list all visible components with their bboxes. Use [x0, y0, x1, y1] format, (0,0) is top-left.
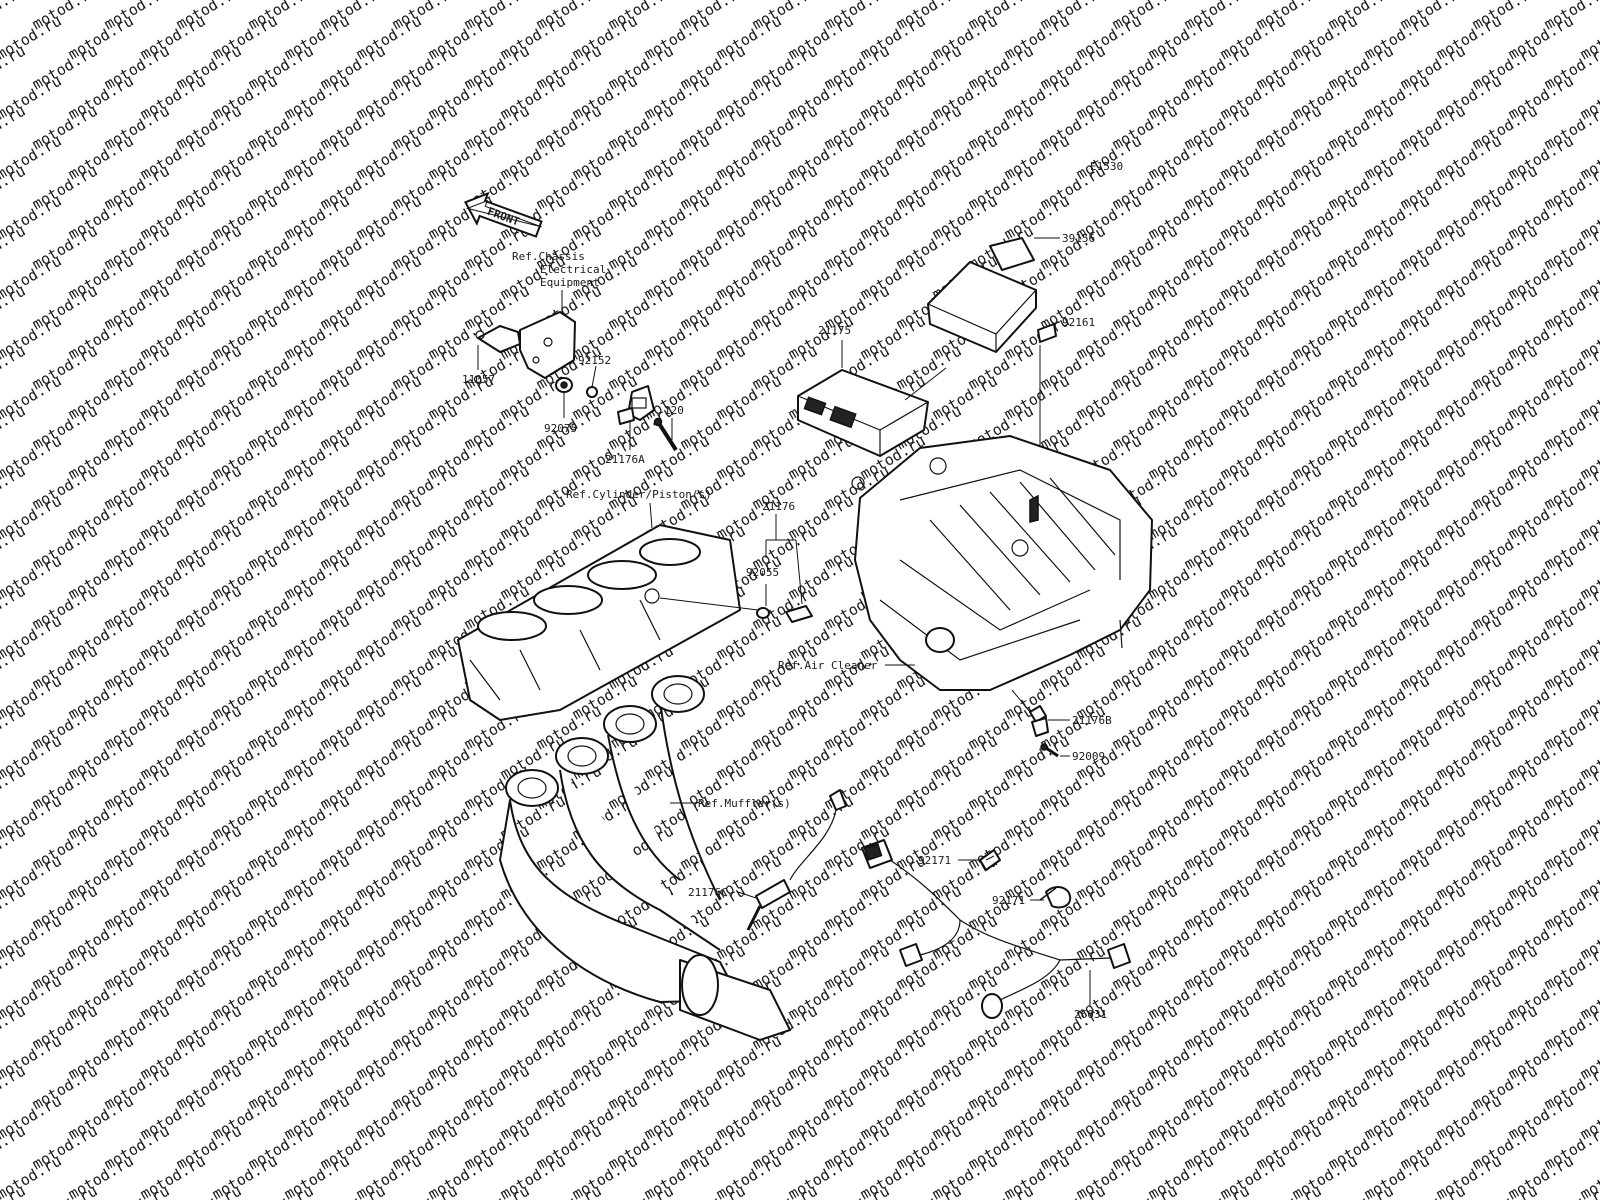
- part-21176b: 21176B: [1072, 714, 1112, 727]
- watermark-text: motod.ru: [1253, 1182, 1325, 1200]
- part-92161: 92161: [1062, 316, 1095, 329]
- air-cleaner-housing: [851, 435, 1153, 691]
- watermark-text: motod.ru: [245, 1182, 317, 1200]
- ref-air-cleaner: Ref.Air Cleaner: [778, 659, 878, 672]
- part-21176: 21176: [762, 500, 795, 513]
- clamp-92171-b: [1039, 886, 1072, 909]
- watermark-text: motod.ru: [317, 1182, 389, 1200]
- watermark-text: motod.ru: [1325, 1182, 1397, 1200]
- collar-92152: [586, 386, 598, 398]
- ref-chassis: Ref.Chassis: [512, 250, 585, 263]
- part-21176a: 21176A: [605, 453, 645, 466]
- watermark-text: motod.ru: [677, 1182, 749, 1200]
- part-21176c: 21176C: [688, 886, 728, 899]
- ref-chassis-line3: Equipment: [540, 276, 600, 289]
- part-39156: 39156: [1062, 232, 1095, 245]
- watermark-text: motod.ru: [533, 1182, 605, 1200]
- diagram-code: E1530: [1090, 160, 1123, 173]
- watermark-text: motod.ru: [101, 1182, 173, 1200]
- watermark-text: motod.ru: [1109, 1182, 1181, 1200]
- ref-cylinder: Ref.Cylinder/Piston(s): [566, 488, 712, 501]
- sensor-21176b: [1029, 705, 1049, 737]
- watermark-text: motod.ru: [821, 1182, 893, 1200]
- watermark-text: motod.ru: [1397, 1182, 1469, 1200]
- watermark-text: motod.ru: [29, 1182, 101, 1200]
- watermark-text: motod.ru: [605, 1182, 677, 1200]
- part-120: 120: [664, 404, 684, 417]
- watermark-text: motod.ru: [749, 1182, 821, 1200]
- ref-chassis-line2: Electrical: [540, 263, 606, 276]
- watermark-text: motod.ru: [965, 1182, 1037, 1200]
- part-26031: 26031: [1074, 1008, 1107, 1021]
- grommet-92075: [555, 377, 573, 393]
- watermark-text: motod.ru: [461, 1182, 533, 1200]
- watermark-text: motod.ru: [1181, 1182, 1253, 1200]
- part-92055: 92055: [746, 566, 779, 579]
- watermark-text: motod.ru: [1577, 0, 1600, 3]
- part-92075: 92075: [544, 422, 577, 435]
- watermark-text: motod.ru: [1037, 1182, 1109, 1200]
- watermark-text: motod.ru: [1469, 1182, 1541, 1200]
- part-92171-b: 92171: [992, 894, 1025, 907]
- part-92152: 92152: [578, 354, 611, 367]
- part-92171-a: 92171: [918, 854, 951, 867]
- part-92009: 92009: [1072, 750, 1105, 763]
- watermark-text: motod.ru: [173, 1182, 245, 1200]
- part-21175: 21175: [818, 324, 851, 337]
- watermark-text: motod.ru: [0, 0, 29, 33]
- washer-92055: [756, 607, 770, 619]
- ref-muffler: Ref.Muffler(s): [698, 797, 791, 810]
- part-11057: 11057: [462, 373, 495, 386]
- watermark-text: motod.ru: [893, 1182, 965, 1200]
- watermark-text: motod.ru: [389, 1182, 461, 1200]
